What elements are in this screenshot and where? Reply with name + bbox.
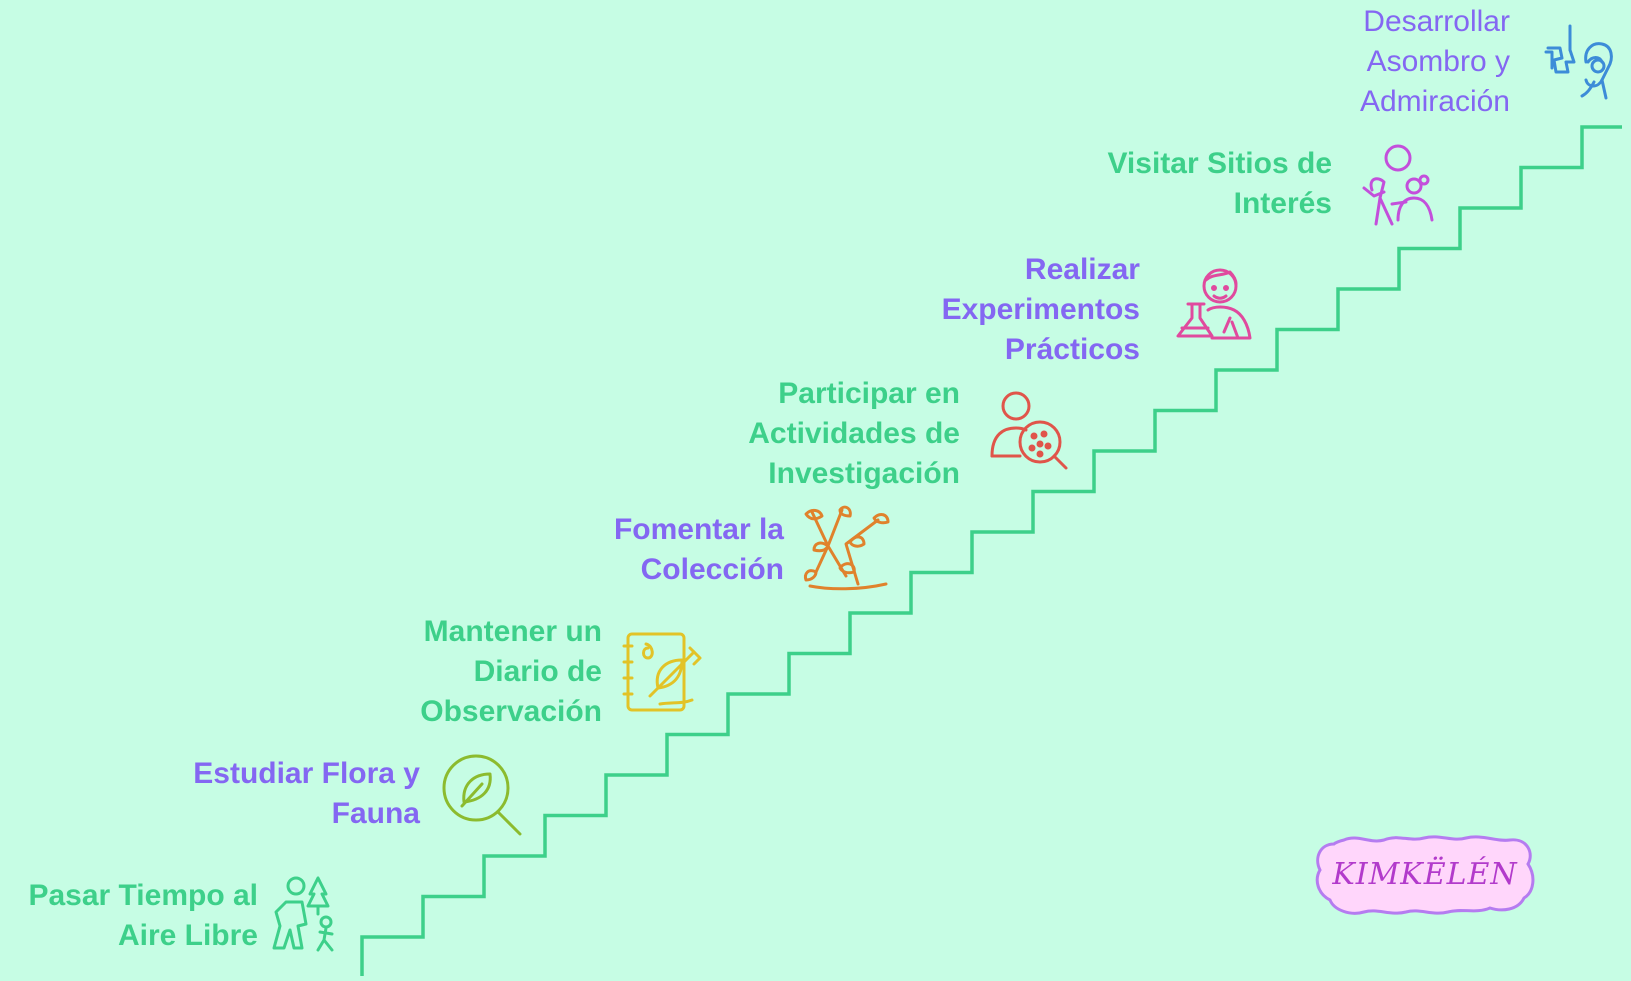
logo-text: KIMKËLÉN: [1332, 856, 1518, 892]
step-label-wonder: Desarrollar Asombro y Admiración: [1359, 5, 1510, 118]
step-label-outdoors: Pasar Tiempo al Aire Libre: [28, 879, 258, 952]
step-label-flora-fauna: Estudiar Flora y Fauna: [193, 757, 420, 830]
step-label-diary: Mantener un Diario de Observación: [420, 615, 602, 728]
plant-collection-icon: [800, 505, 892, 594]
step-label-experiments: Realizar Experimentos Prácticos: [941, 253, 1140, 366]
family-hiking-icon: [262, 872, 342, 954]
leaf-magnifier-icon: [440, 752, 526, 838]
notebook-pen-icon: [620, 630, 710, 716]
wonder-icon: [1540, 22, 1620, 102]
step-label-visit-sites: Visitar Sitios de Interés: [1107, 147, 1332, 220]
step-label-collection: Fomentar la Colección: [613, 513, 784, 586]
researcher-magnifier-icon: [990, 390, 1076, 476]
kimkelen-logo: KIMKËLÉN: [1314, 832, 1536, 916]
scientist-flask-icon: [1172, 266, 1258, 352]
family-visit-icon: [1358, 144, 1434, 230]
step-label-research: Participar en Actividades de Investigaci…: [748, 377, 960, 490]
